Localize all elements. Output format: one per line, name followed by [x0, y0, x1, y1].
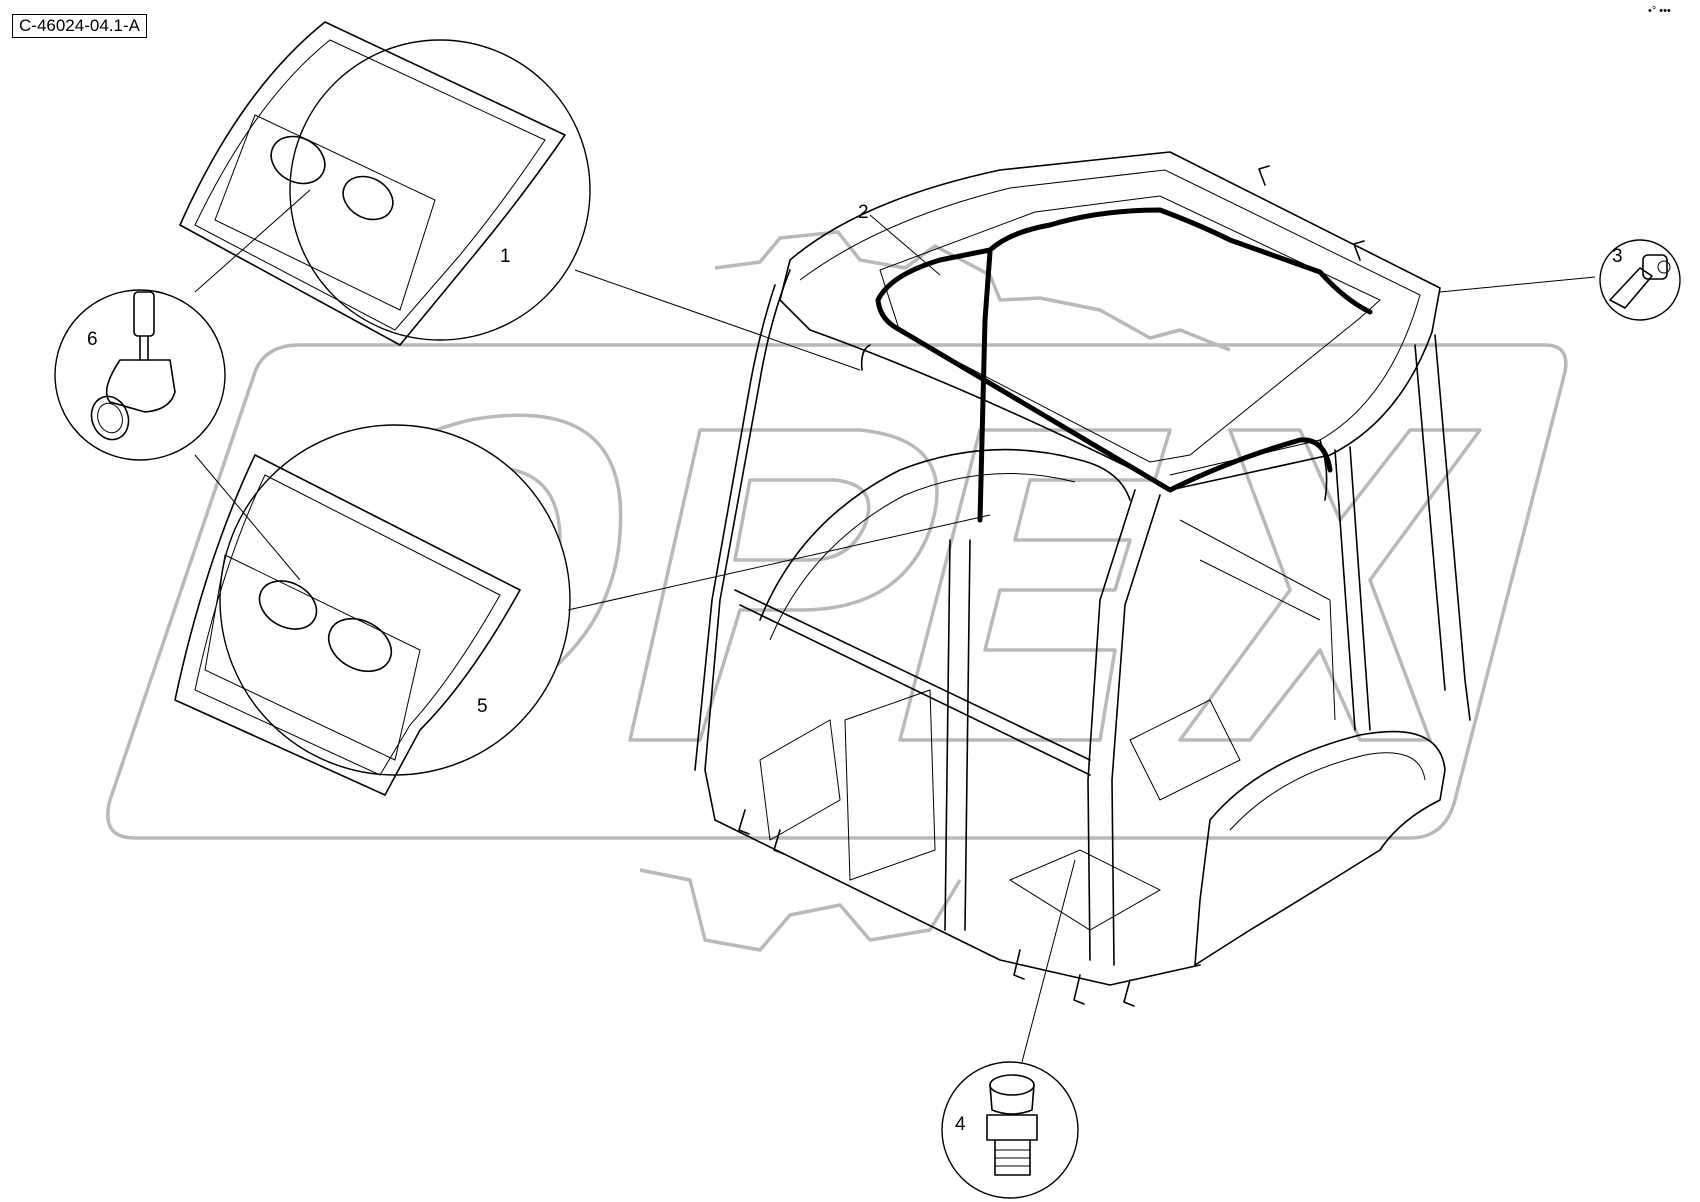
watermark-letter-p: [628, 428, 939, 742]
leader-5: [567, 514, 991, 611]
floor-plate-rear: [1129, 699, 1241, 801]
rear-right-pillar: [1414, 334, 1471, 721]
roof-wiring-harness: [875, 207, 1373, 493]
roof-panel: [879, 195, 1381, 463]
floor-plate-mid: [1008, 849, 1162, 931]
mounting-feet: [738, 165, 1365, 1007]
roof-outline: [779, 151, 1441, 491]
floor-plate-front: [759, 719, 841, 841]
front-left-pillar: [694, 269, 791, 821]
callout-4: 4: [955, 1114, 966, 1135]
watermark-letter-e: [898, 428, 1172, 742]
callout-3: 3: [1612, 246, 1623, 267]
rear-fender-body: [1194, 730, 1446, 966]
leader-4: [1021, 859, 1076, 1063]
watermark-letter-x: [1178, 428, 1482, 742]
document-code-label: C-46024-04.1-A: [12, 14, 147, 38]
rear-fender-inner: [1229, 752, 1426, 831]
leader-6a: [194, 189, 311, 293]
front-opening-arc-inner: [769, 473, 1076, 641]
front-right-pillar: [1087, 489, 1161, 966]
callout-2: 2: [858, 202, 869, 223]
leader-2: [869, 214, 941, 276]
front-opening-arc: [759, 448, 1131, 621]
roof-inner-rim: [799, 169, 1421, 476]
floor-plate-center: [844, 689, 936, 881]
callout-5: 5: [477, 696, 488, 717]
detail-connector-3: [1599, 239, 1681, 321]
watermark-badge-outline: [106, 343, 1568, 840]
side-rail: [734, 589, 1091, 776]
corner-marks: •° •••: [1648, 5, 1671, 17]
watermark-gear-outline: [639, 230, 1231, 952]
callout-1: 1: [500, 246, 511, 267]
rear-mid-pillar: [1334, 446, 1371, 731]
cab-frame: [694, 151, 1471, 1007]
leader-3: [1439, 276, 1596, 293]
callout-6: 6: [87, 329, 98, 350]
detail-lamp-panel-5: [174, 424, 571, 796]
cab-base: [714, 819, 1201, 986]
harness-branch: [860, 344, 1328, 501]
leader-1: [574, 269, 861, 371]
center-pillar: [944, 539, 971, 931]
detail-lamp-panel-1: [179, 21, 591, 346]
pillar-wiring-harness: [977, 249, 993, 523]
detail-plug-4: [941, 1061, 1079, 1199]
rear-wall-frame: [1179, 519, 1336, 721]
leader-lines: [194, 189, 1596, 1063]
leader-6b: [194, 454, 301, 581]
detail-bulb-6: [54, 289, 226, 461]
